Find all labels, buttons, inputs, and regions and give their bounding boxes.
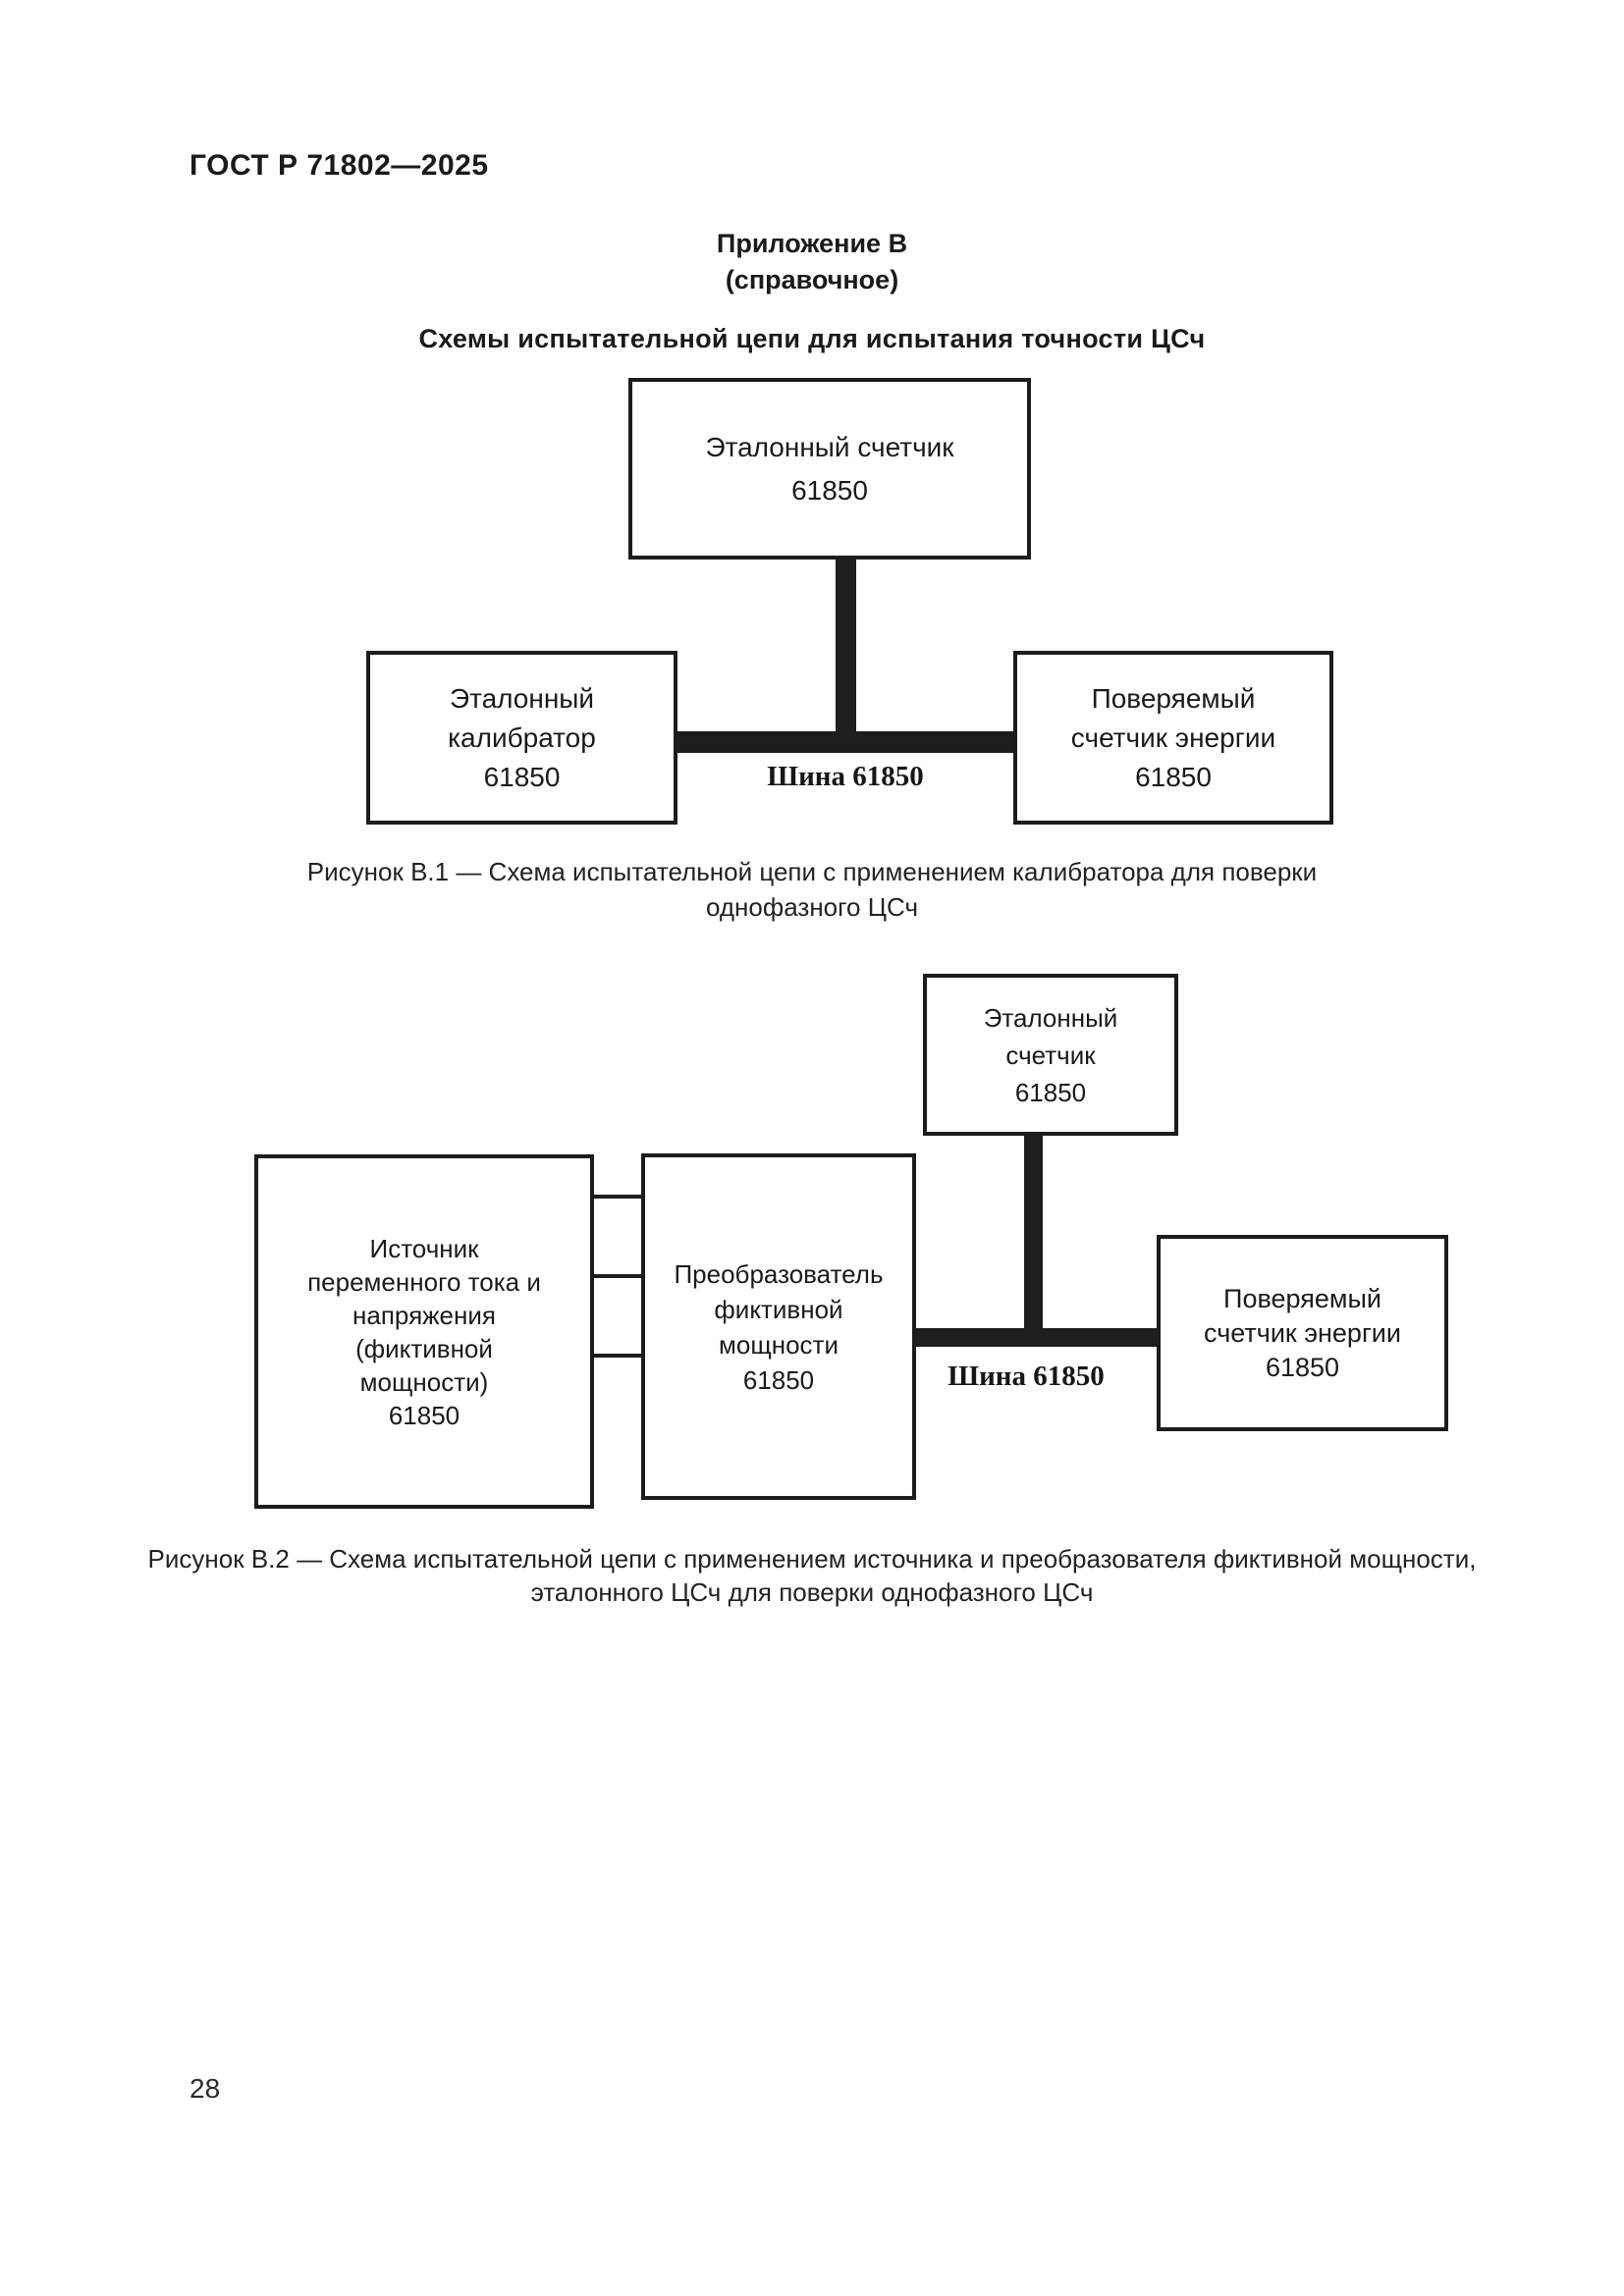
box-label-line: фиктивной — [714, 1294, 843, 1324]
fig1-reference-meter-box: Эталонный счетчик 61850 — [628, 378, 1031, 560]
box-label-line: (фиктивной — [355, 1333, 493, 1363]
box-label-line: Эталонный — [449, 682, 595, 714]
box-label-line: Поверяемый — [1091, 682, 1256, 714]
box-label-line: счетчик — [1005, 1040, 1096, 1070]
fig2-source-box: Источник переменного тока и напряжения (… — [254, 1154, 594, 1509]
standard-code: ГОСТ Р 71802—2025 — [189, 149, 489, 182]
box-label-line: счетчик энергии — [1070, 721, 1276, 753]
box-label-line: напряжения — [352, 1300, 496, 1330]
box-label-line: 61850 — [388, 1400, 460, 1430]
box-label-line: 61850 — [791, 474, 868, 506]
fig1-vertical-bus-line — [836, 558, 856, 753]
box-label-line: калибратор — [448, 721, 596, 753]
fig1-reference-calibrator-box: Эталонный калибратор 61850 — [366, 651, 677, 825]
fig2-converter-box: Преобразователь фиктивной мощности 61850 — [641, 1153, 916, 1500]
appendix-subtitle: (справочное) — [725, 265, 899, 294]
box-label-line: мощности — [719, 1329, 839, 1360]
fig1-caption-line1: Рисунок В.1 — Схема испытательной цепи с… — [306, 857, 1318, 886]
box-label-line: Источник — [369, 1233, 479, 1263]
fig1-meter-under-test-box: Поверяемый счетчик энергии 61850 — [1013, 651, 1333, 825]
box-label-line: Преобразователь — [674, 1258, 884, 1289]
box-label-line: Эталонный — [983, 1002, 1118, 1033]
fig2-caption-line2: эталонного ЦСч для поверки однофазного Ц… — [530, 1577, 1094, 1607]
box-label-line: 61850 — [1265, 1352, 1340, 1382]
box-label-line: 61850 — [1014, 1077, 1087, 1107]
fig1-caption-line2: однофазного ЦСч — [705, 892, 919, 922]
fig2-wire-2 — [594, 1274, 641, 1278]
fig2-caption-line1: Рисунок В.2 — Схема испытательной цепи с… — [147, 1544, 1477, 1574]
box-label-line: Эталонный счетчик — [705, 431, 954, 462]
box-label-line: переменного тока и — [307, 1266, 541, 1297]
fig2-wire-3 — [594, 1354, 641, 1358]
fig1-bus-label: Шина 61850 — [767, 761, 924, 792]
fig2-vertical-bus-line — [1024, 1136, 1043, 1347]
box-label-line: мощности) — [359, 1366, 489, 1397]
box-label-line: счетчик энергии — [1204, 1317, 1401, 1348]
box-label-line: 61850 — [742, 1364, 815, 1395]
fig2-meter-under-test-box: Поверяемый счетчик энергии 61850 — [1157, 1235, 1448, 1431]
section-heading: Схемы испытательной цепи для испытания т… — [418, 324, 1206, 353]
appendix-title: Приложение В — [716, 229, 908, 258]
fig2-reference-meter-box: Эталонный счетчик 61850 — [923, 974, 1178, 1136]
page-number: 28 — [189, 2073, 221, 2104]
box-label-line: 61850 — [483, 761, 561, 792]
fig2-wire-1 — [594, 1195, 641, 1199]
box-label-line: 61850 — [1135, 761, 1212, 792]
fig1-horizontal-bus-line — [677, 731, 1013, 753]
fig2-bus-label: Шина 61850 — [947, 1361, 1105, 1392]
box-label-line: Поверяемый — [1223, 1283, 1381, 1313]
fig2-horizontal-bus-line — [916, 1328, 1159, 1347]
